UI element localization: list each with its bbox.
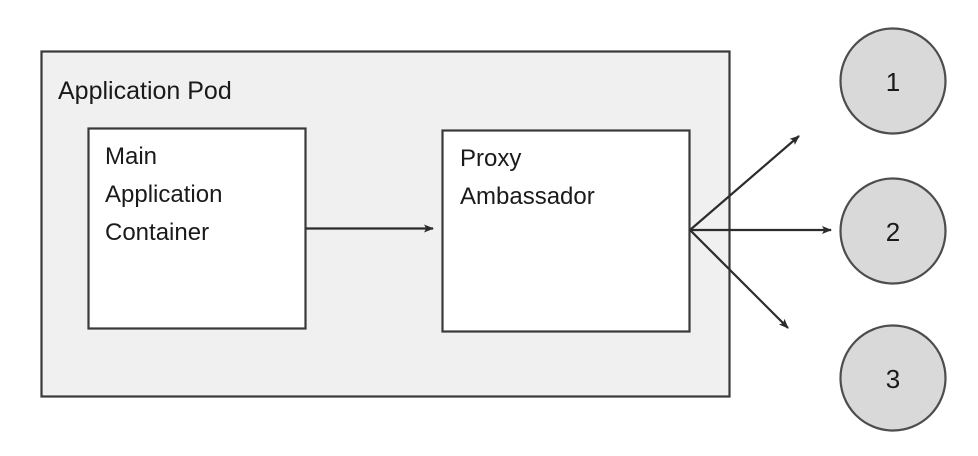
main-application-container-line-2: Application	[105, 181, 222, 208]
proxy-ambassador-line-1: Proxy	[460, 145, 521, 172]
connector-proxy-to-service-3	[689, 229, 789, 329]
application-pod-label: Application Pod	[58, 77, 232, 105]
main-application-container-line-1: Main	[105, 143, 157, 170]
connector-proxy-to-service-1	[689, 135, 800, 231]
service-1-circle	[839, 27, 947, 135]
service-3-label: 3	[886, 364, 900, 394]
main-application-container-line-3: Container	[105, 219, 209, 246]
service-1-label: 1	[886, 67, 900, 97]
proxy-ambassador-container-box	[441, 129, 691, 333]
service-2-label: 2	[886, 217, 900, 247]
main-application-container-box	[87, 127, 307, 330]
proxy-ambassador-line-2: Ambassador	[460, 183, 595, 210]
service-3-circle	[839, 324, 947, 432]
service-2-circle	[839, 177, 947, 285]
